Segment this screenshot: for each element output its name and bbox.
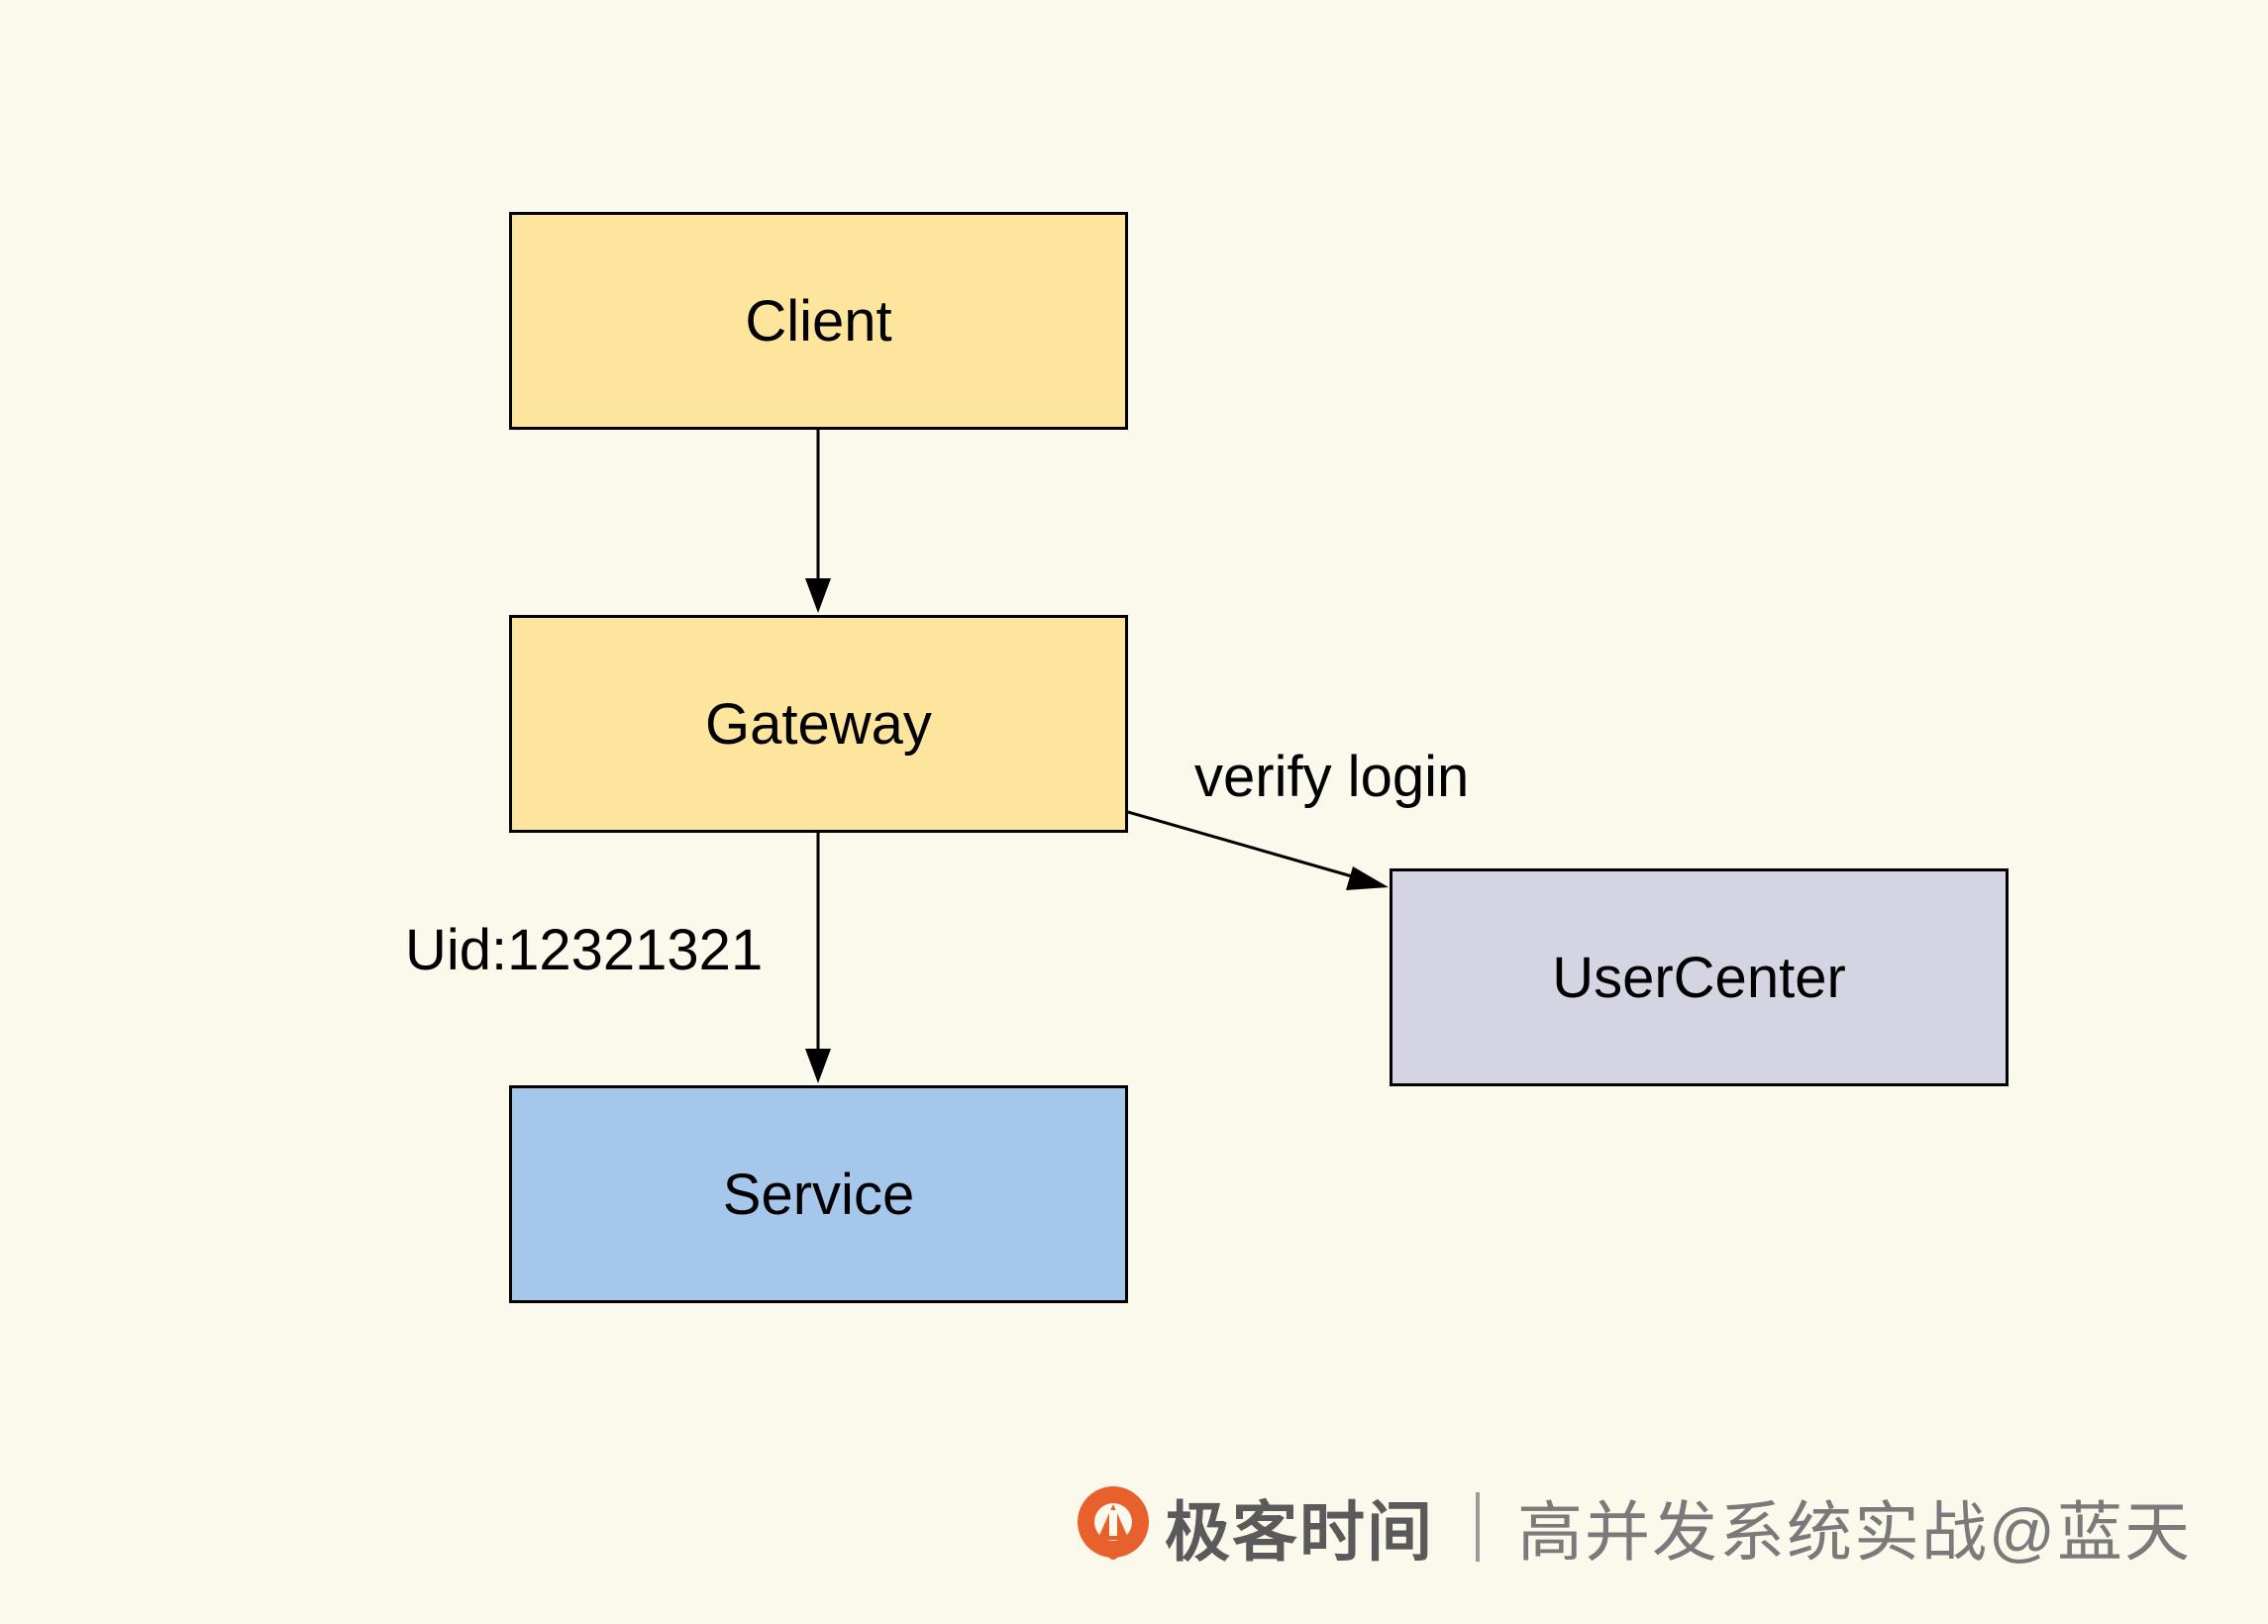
gateway-label: Gateway: [705, 691, 932, 757]
usercenter-node: UserCenter: [1390, 868, 2009, 1086]
client-node: Client: [509, 212, 1128, 430]
edge-gateway-to-service: [805, 833, 831, 1083]
footer-divider: [1476, 1492, 1480, 1562]
brand-name: 极客时间: [1165, 1495, 1434, 1569]
geektime-logo-icon: [1078, 1486, 1149, 1560]
verify-login-edge-label: verify login: [1194, 745, 1470, 809]
footer-watermark: 极客时间 高并发系统实战@蓝天: [1072, 1477, 2192, 1576]
service-label: Service: [722, 1162, 915, 1227]
uid-edge-label: Uid:12321321: [405, 918, 764, 982]
edge-gateway-to-usercenter: [1127, 810, 1389, 890]
gateway-node: Gateway: [509, 615, 1128, 833]
usercenter-label: UserCenter: [1552, 945, 1846, 1010]
client-label: Client: [745, 288, 892, 354]
course-title: 高并发系统实战@蓝天: [1517, 1495, 2192, 1569]
service-node: Service: [509, 1085, 1128, 1303]
edge-client-to-gateway: [805, 430, 831, 613]
